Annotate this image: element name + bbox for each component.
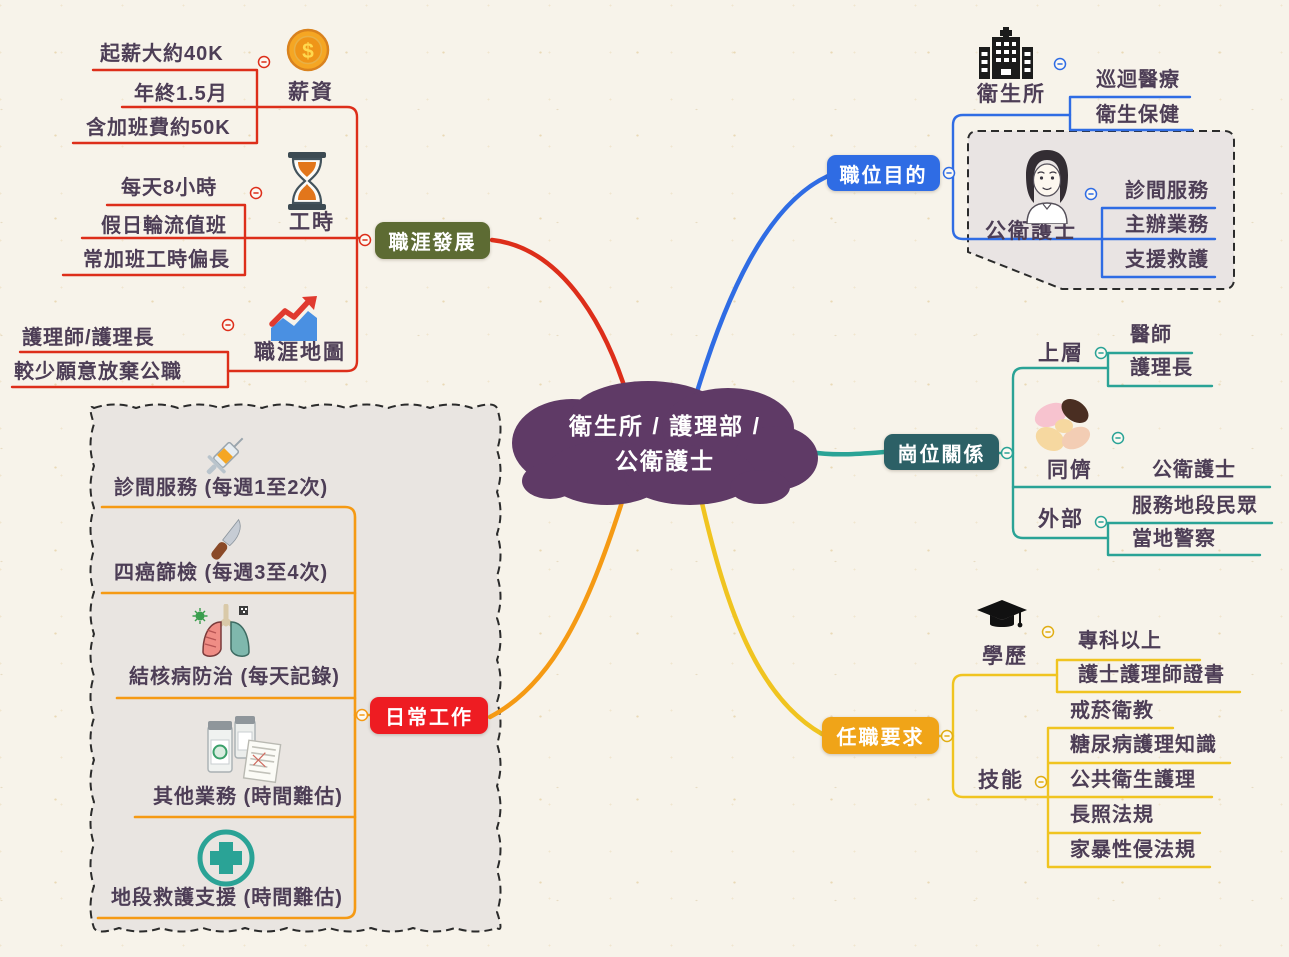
- career-hours-item[interactable]: 假日輪流值班: [101, 215, 227, 237]
- collapse-toggle[interactable]: [1000, 446, 1014, 460]
- collapse-toggle[interactable]: [355, 708, 369, 722]
- relations-external-item[interactable]: 當地警察: [1132, 528, 1216, 550]
- requirements-skills-item[interactable]: 公共衛生護理: [1070, 769, 1196, 791]
- lungs-icon: [192, 603, 260, 660]
- collapse-toggle[interactable]: [1094, 515, 1108, 529]
- svg-text:$: $: [302, 40, 314, 63]
- trending-chart-icon: [268, 296, 320, 342]
- collapse-toggle[interactable]: [1094, 346, 1108, 360]
- branch-curve-career: [489, 237, 631, 401]
- topic-position-relations[interactable]: 崗位關係: [884, 434, 999, 470]
- knife-icon: [202, 516, 252, 566]
- collapse-toggle[interactable]: [249, 186, 263, 200]
- requirements-skills-label[interactable]: 技能: [978, 769, 1024, 792]
- career-salary-label[interactable]: 薪資: [288, 81, 334, 104]
- relations-upper-label[interactable]: 上層: [1038, 342, 1084, 365]
- requirements-skills-item[interactable]: 家暴性侵法規: [1070, 839, 1196, 861]
- graduation-cap-icon: [977, 600, 1027, 638]
- hospital-building-icon: [977, 25, 1035, 79]
- topic-job-requirements[interactable]: 任職要求: [822, 717, 939, 754]
- career-hours-label[interactable]: 工時: [289, 211, 335, 234]
- daily-item[interactable]: 其他業務 (時間難估): [153, 786, 343, 808]
- collapse-toggle[interactable]: [257, 55, 271, 69]
- joined-hands-icon: [1028, 396, 1100, 458]
- relations-peer-label[interactable]: 同儕: [1047, 459, 1093, 482]
- collapse-toggle[interactable]: [221, 318, 235, 332]
- relations-upper-item[interactable]: 醫師: [1130, 324, 1172, 346]
- nurse-avatar-icon: [1018, 148, 1076, 225]
- career-salary-item[interactable]: 起薪大約40K: [100, 43, 224, 65]
- career-map-item[interactable]: 護理師/護理長: [22, 327, 155, 349]
- career-salary-item[interactable]: 含加班費約50K: [86, 117, 231, 139]
- collapse-toggle[interactable]: [358, 233, 372, 247]
- daily-work-dashed-box: [89, 403, 502, 933]
- medicine-bottles-icon: [202, 714, 284, 784]
- purpose-branch-lines: [951, 95, 1217, 279]
- topic-career-development[interactable]: 職涯發展: [375, 222, 490, 259]
- collapse-toggle[interactable]: [1053, 57, 1067, 71]
- career-hours-item[interactable]: 每天8小時: [121, 177, 218, 199]
- requirements-education-item[interactable]: 護士護理師證書: [1078, 664, 1225, 686]
- collapse-toggle[interactable]: [1041, 625, 1055, 639]
- branch-curve-purpose: [694, 173, 831, 395]
- topic-position-purpose[interactable]: 職位目的: [827, 155, 940, 191]
- relations-external-item[interactable]: 服務地段民眾: [1132, 495, 1258, 517]
- purpose-nurse-item[interactable]: 支援救護: [1125, 249, 1209, 271]
- central-topic[interactable]: 衛生所 / 護理部 / 公衛護士: [512, 409, 818, 478]
- relations-external-label[interactable]: 外部: [1038, 508, 1084, 531]
- branch-curve-requirements: [699, 500, 825, 737]
- requirements-skills-item[interactable]: 戒菸衛教: [1070, 700, 1154, 722]
- topic-daily-work[interactable]: 日常工作: [370, 697, 488, 734]
- branch-curve-relations: [807, 449, 887, 457]
- daily-item[interactable]: 地段救護支援 (時間難估): [111, 887, 343, 909]
- coin-icon: $: [286, 28, 330, 72]
- purpose-nurse-item[interactable]: 主辦業務: [1125, 214, 1209, 236]
- relations-peer-item[interactable]: 公衛護士: [1152, 459, 1236, 481]
- daily-item[interactable]: 診間服務 (每週1至2次): [114, 477, 329, 499]
- requirements-skills-item[interactable]: 長照法規: [1070, 804, 1154, 826]
- collapse-toggle[interactable]: [940, 729, 954, 743]
- purpose-clinic-item[interactable]: 巡迴醫療: [1096, 69, 1180, 91]
- collapse-toggle[interactable]: [942, 166, 956, 180]
- collapse-toggle[interactable]: [1034, 775, 1048, 789]
- requirements-skills-item[interactable]: 糖尿病護理知識: [1070, 734, 1217, 756]
- requirements-branch-lines: [937, 658, 1242, 869]
- purpose-nurse-label[interactable]: 公衛護士: [985, 220, 1077, 243]
- career-branch-lines: [10, 68, 364, 389]
- requirements-education-label[interactable]: 學歷: [982, 645, 1028, 668]
- collapse-toggle[interactable]: [1111, 431, 1125, 445]
- relations-upper-item[interactable]: 護理長: [1130, 357, 1193, 379]
- hourglass-icon: [284, 152, 330, 210]
- collapse-toggles: [221, 55, 1125, 789]
- daily-branch-lines: [96, 505, 372, 920]
- syringe-icon: [199, 430, 251, 482]
- medical-cross-icon: [195, 827, 257, 889]
- career-hours-item[interactable]: 常加班工時偏長: [83, 249, 230, 271]
- purpose-nurse-item[interactable]: 診間服務: [1125, 180, 1209, 202]
- central-cloud-shape: [512, 381, 818, 505]
- career-map-label[interactable]: 職涯地圖: [254, 341, 346, 364]
- daily-item[interactable]: 四癌篩檢 (每週3至4次): [114, 562, 329, 584]
- career-salary-item[interactable]: 年終1.5月: [134, 83, 228, 105]
- daily-item[interactable]: 結核病防治 (每天記錄): [129, 666, 340, 688]
- requirements-education-item[interactable]: 專科以上: [1078, 630, 1162, 652]
- central-topic-line1: 衛生所 / 護理部 /: [569, 413, 761, 439]
- branch-curve-daily: [487, 499, 625, 720]
- main-branches: [487, 173, 887, 737]
- central-topic-line2: 公衛護士: [615, 447, 715, 474]
- collapse-toggle[interactable]: [1084, 187, 1098, 201]
- career-map-item[interactable]: 較少願意放棄公職: [14, 361, 182, 383]
- purpose-clinic-label[interactable]: 衛生所: [977, 83, 1046, 106]
- purpose-clinic-item[interactable]: 衛生保健: [1096, 104, 1180, 126]
